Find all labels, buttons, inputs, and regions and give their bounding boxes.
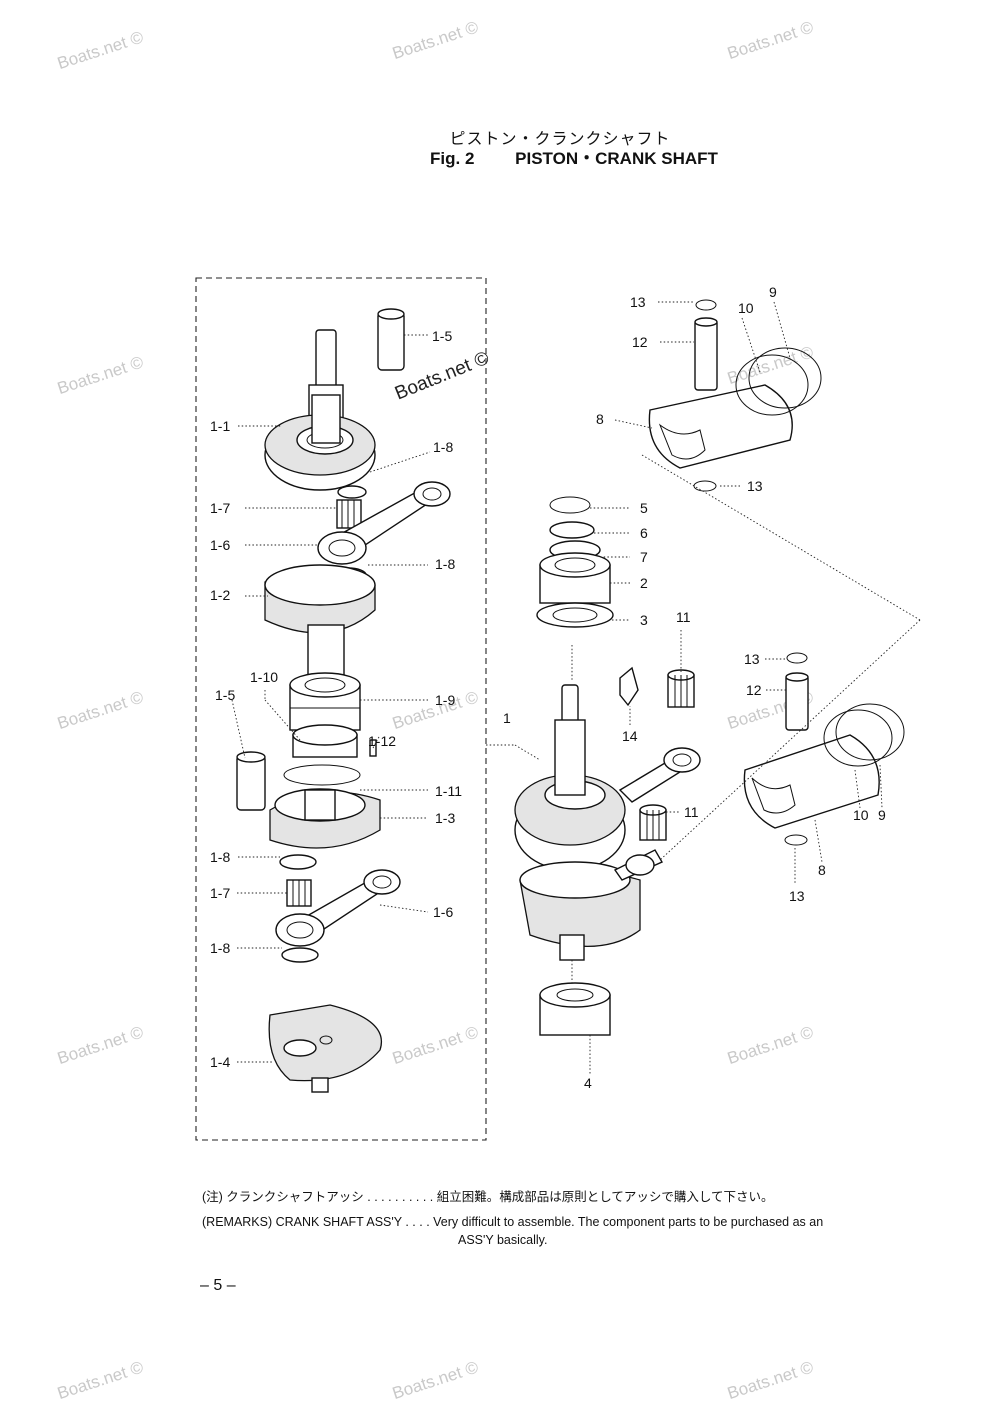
needle-bearing bbox=[336, 499, 362, 529]
remarks-japanese: (注) クランクシャフトアッシ . . . . . . . . . . 組立困難… bbox=[202, 1190, 774, 1204]
callout-6: 6 bbox=[640, 525, 648, 541]
callout-10: 10 bbox=[738, 300, 754, 316]
small-end-needle-bearing bbox=[667, 669, 695, 708]
callout-2: 2 bbox=[640, 575, 648, 591]
lower-crank-web bbox=[269, 788, 381, 849]
thrust-washer bbox=[279, 854, 317, 870]
remarks-english-line1: (REMARKS) CRANK SHAFT ASS'Y . . . . Very… bbox=[202, 1215, 824, 1229]
main-ball-bearing bbox=[289, 672, 361, 731]
callout-13: 13 bbox=[747, 478, 763, 494]
figure-heading: Fig. 2 PISTON・CRANK SHAFT bbox=[430, 144, 718, 169]
callout-1-4: 1-4 bbox=[210, 1054, 230, 1070]
callout-10: 10 bbox=[853, 807, 869, 823]
callout-13: 13 bbox=[789, 888, 805, 904]
callout-11: 11 bbox=[684, 804, 699, 820]
callout-12: 12 bbox=[632, 334, 648, 350]
upper-piston-group bbox=[648, 299, 822, 492]
connecting-rod bbox=[275, 869, 401, 947]
callout-1-8: 1-8 bbox=[210, 940, 230, 956]
callout-1-9: 1-9 bbox=[435, 692, 455, 708]
callout-7: 7 bbox=[640, 549, 648, 565]
needle-bearing bbox=[286, 879, 312, 907]
callout-8: 8 bbox=[818, 862, 826, 878]
callout-1-8: 1-8 bbox=[210, 849, 230, 865]
callout-9: 9 bbox=[878, 807, 886, 823]
callout-13: 13 bbox=[744, 651, 760, 667]
remarks-english-line2: ASS'Y basically. bbox=[458, 1233, 548, 1247]
crank-pin bbox=[377, 308, 405, 371]
callout-1-1: 1-1 bbox=[210, 418, 230, 434]
callout-1-7: 1-7 bbox=[210, 885, 230, 901]
callout-1-10: 1-10 bbox=[250, 669, 278, 685]
callout-13: 13 bbox=[630, 294, 646, 310]
callout-9: 9 bbox=[769, 284, 777, 300]
callout-1-6: 1-6 bbox=[433, 904, 453, 920]
figure-number: Fig. 2 bbox=[430, 149, 475, 168]
oil-seal bbox=[292, 724, 358, 758]
callout-1-8: 1-8 bbox=[435, 556, 455, 572]
bottom-crank-web bbox=[268, 1004, 382, 1093]
callout-1: 1 bbox=[503, 710, 511, 726]
lower-piston-group bbox=[743, 652, 905, 846]
callout-8: 8 bbox=[596, 411, 604, 427]
callout-1-8: 1-8 bbox=[433, 439, 453, 455]
callout-1-2: 1-2 bbox=[210, 587, 230, 603]
crankshaft-assembly-boundary bbox=[195, 277, 487, 1141]
callout-1-3: 1-3 bbox=[435, 810, 455, 826]
callout-1-5: 1-5 bbox=[432, 328, 452, 344]
figure-title: PISTON・CRANK SHAFT bbox=[515, 149, 718, 168]
upper-crank-web bbox=[264, 329, 376, 491]
callout-12: 12 bbox=[746, 682, 762, 698]
callout-1-11: 1-11 bbox=[435, 783, 462, 799]
figure-title-japanese: ピストン・クランクシャフト bbox=[449, 131, 671, 148]
thrust-washer bbox=[337, 485, 367, 499]
lower-ball-bearing bbox=[539, 982, 611, 1036]
small-end-needle-bearing bbox=[639, 804, 667, 841]
page-number: – 5 – bbox=[200, 1277, 236, 1294]
thrust-washer bbox=[281, 947, 319, 963]
upper-bearing-stack bbox=[536, 496, 614, 628]
callout-5: 5 bbox=[640, 500, 648, 516]
assembled-crankshaft bbox=[514, 684, 701, 961]
callout-11: 11 bbox=[676, 609, 691, 625]
crankshaft-key bbox=[619, 666, 639, 707]
callout-14: 14 bbox=[622, 728, 638, 744]
callout-1-7: 1-7 bbox=[210, 500, 230, 516]
callout-3: 3 bbox=[640, 612, 648, 628]
callout-1-12: 1-12 bbox=[368, 733, 396, 749]
callout-1-6: 1-6 bbox=[210, 537, 230, 553]
middle-crank-web bbox=[264, 564, 376, 686]
callout-4: 4 bbox=[584, 1075, 592, 1091]
snap-ring bbox=[283, 764, 361, 786]
callout-1-5: 1-5 bbox=[215, 687, 235, 703]
connecting-rod bbox=[317, 481, 451, 565]
crank-pin bbox=[236, 751, 266, 811]
